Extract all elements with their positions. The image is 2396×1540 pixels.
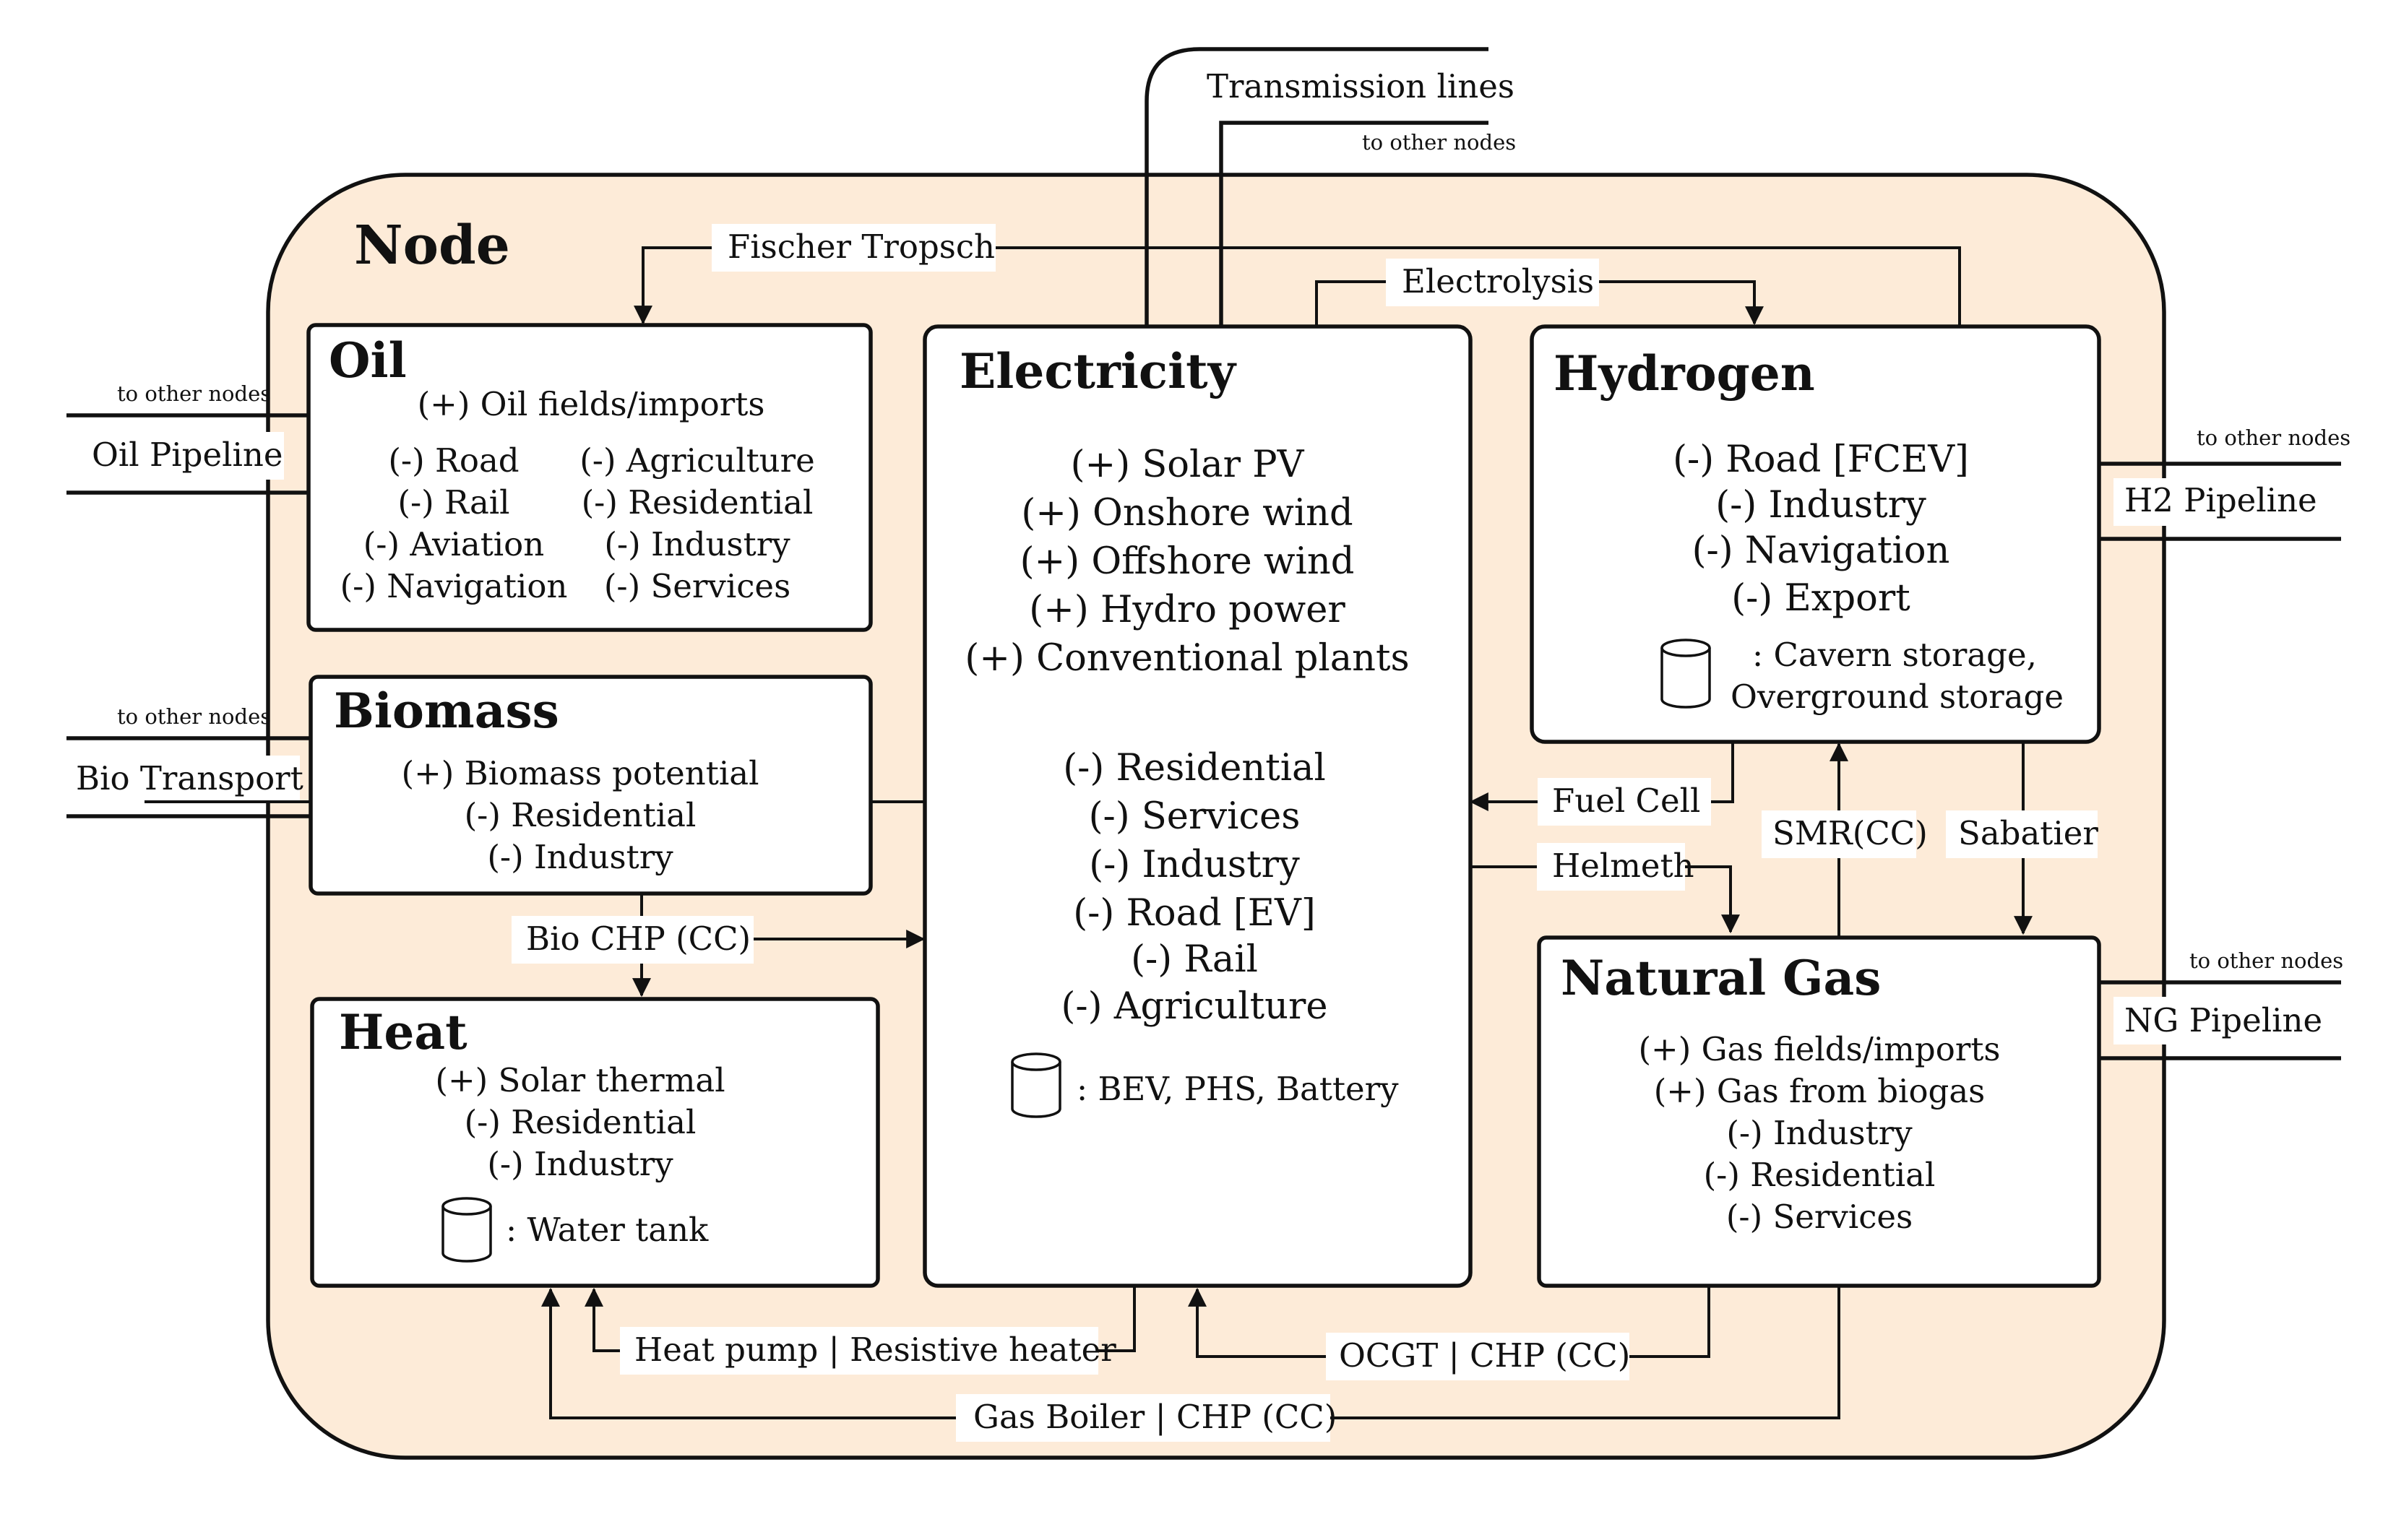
ng-pipeline-label: NG Pipeline [2124, 1001, 2322, 1039]
electricity-demand-item: (-) Services [1089, 795, 1301, 838]
hydrogen-storage-2: Overground storage [1731, 678, 2064, 716]
natural-gas-item: (-) Residential [1704, 1156, 1936, 1194]
electricity-supply-item: (+) Solar PV [1071, 444, 1305, 486]
electricity-storage: : BEV, PHS, Battery [1077, 1070, 1399, 1108]
storage-cylinder-icon [441, 1197, 492, 1263]
transmission-line-inner [1219, 121, 1488, 326]
ng-pipeline-sublabel: to other nodes [2189, 948, 2343, 973]
hydrogen-item: (-) Road [FCEV] [1673, 438, 1969, 481]
heat-item: (-) Residential [465, 1103, 697, 1141]
electricity-supply-item: (+) Offshore wind [1020, 540, 1355, 583]
biomass-item: (-) Residential [465, 796, 697, 834]
electricity-demand-item: (-) Road [EV] [1073, 892, 1315, 935]
oil-demand-item: (-) Rail [397, 483, 509, 522]
node-title: Node [354, 215, 510, 277]
electricity-supply-item: (+) Onshore wind [1021, 492, 1353, 535]
bio-transport-sublabel: to other nodes [117, 704, 271, 729]
hydrogen-title: Hydrogen [1553, 345, 1815, 402]
natural-gas-item: (+) Gas from biogas [1654, 1072, 1986, 1110]
transmission-line-outer [1145, 47, 1488, 326]
hydrogen-item: (-) Navigation [1692, 529, 1950, 572]
oil-demand-item: (-) Industry [604, 525, 790, 563]
biomass-box: Biomass (+) Biomass potential (-) Reside… [309, 675, 873, 896]
oil-source: (+) Oil fields/imports [418, 385, 765, 423]
transmission-label: Transmission lines [1207, 67, 1514, 105]
oil-pipeline-label: Oil Pipeline [92, 436, 283, 474]
fischer-tropsch-line [634, 246, 1961, 325]
electricity-demand-item: (-) Residential [1063, 747, 1326, 790]
storage-cylinder-icon [1660, 639, 1711, 709]
heat-item: (-) Industry [487, 1145, 673, 1183]
electricity-box: Electricity (+) Solar PV (+) Onshore win… [923, 324, 1473, 1288]
biomass-item: (+) Biomass potential [402, 754, 759, 792]
natural-gas-item: (-) Industry [1726, 1114, 1913, 1152]
oil-demand-item: (-) Navigation [340, 567, 568, 605]
fuel-cell-label: Fuel Cell [1552, 782, 1700, 820]
hydrogen-storage-1: : Cavern storage, [1752, 636, 2037, 674]
electricity-title: Electricity [960, 343, 1237, 399]
electricity-demand-item: (-) Industry [1089, 844, 1300, 886]
bio-transport-label: Bio Transport [76, 759, 303, 797]
heat-item: (+) Solar thermal [435, 1061, 725, 1099]
electricity-demand-item: (-) Rail [1131, 938, 1258, 981]
fischer-tropsch-label: Fischer Tropsch [728, 228, 995, 266]
hydrogen-item: (-) Export [1731, 577, 1910, 620]
hydrogen-box: Hydrogen (-) Road [FCEV] (-) Industry (-… [1530, 324, 2101, 744]
natural-gas-item: (-) Services [1726, 1198, 1913, 1236]
biomass-item: (-) Industry [487, 838, 673, 876]
natural-gas-box: Natural Gas (+) Gas fields/imports (+) G… [1537, 935, 2101, 1288]
transmission-sublabel: to other nodes [1362, 130, 1516, 155]
bio-chp-label: Bio CHP (CC) [526, 920, 751, 958]
oil-box: Oil (+) Oil fields/imports (-) Road (-) … [306, 323, 873, 632]
heat-storage: : Water tank [506, 1211, 709, 1249]
electricity-demand-item: (-) Agriculture [1061, 985, 1327, 1028]
electricity-supply-item: (+) Conventional plants [965, 637, 1409, 680]
natural-gas-item: (+) Gas fields/imports [1638, 1030, 2000, 1068]
electrolysis-label: Electrolysis [1402, 262, 1594, 300]
ocgt-label: OCGT | CHP (CC) [1339, 1336, 1630, 1375]
oil-demand-item: (-) Aviation [363, 525, 545, 563]
oil-pipeline-sublabel: to other nodes [117, 381, 271, 406]
h2-pipeline-sublabel: to other nodes [2197, 425, 2350, 450]
oil-demand-item: (-) Agriculture [579, 441, 815, 480]
sabatier-label: Sabatier [1958, 814, 2098, 852]
oil-demand-item: (-) Road [388, 441, 519, 480]
h2-pipeline-label: H2 Pipeline [2124, 481, 2317, 519]
oil-title: Oil [329, 332, 407, 389]
helmeth-label: Helmeth [1552, 847, 1694, 885]
electricity-supply-item: (+) Hydro power [1029, 589, 1345, 631]
storage-cylinder-icon [1011, 1052, 1061, 1118]
heat-title: Heat [339, 1004, 467, 1060]
hydrogen-item: (-) Industry [1715, 484, 1926, 527]
heat-box: Heat (+) Solar thermal (-) Residential (… [310, 997, 880, 1288]
oil-demand-item: (-) Services [604, 567, 790, 605]
natural-gas-title: Natural Gas [1561, 950, 1881, 1006]
smr-label: SMR(CC) [1772, 814, 1928, 852]
biomass-title: Biomass [334, 683, 559, 739]
gas-boiler-label: Gas Boiler | CHP (CC) [973, 1398, 1337, 1436]
oil-demand-item: (-) Residential [582, 483, 814, 522]
heat-pump-label: Heat pump | Resistive heater [634, 1331, 1116, 1369]
